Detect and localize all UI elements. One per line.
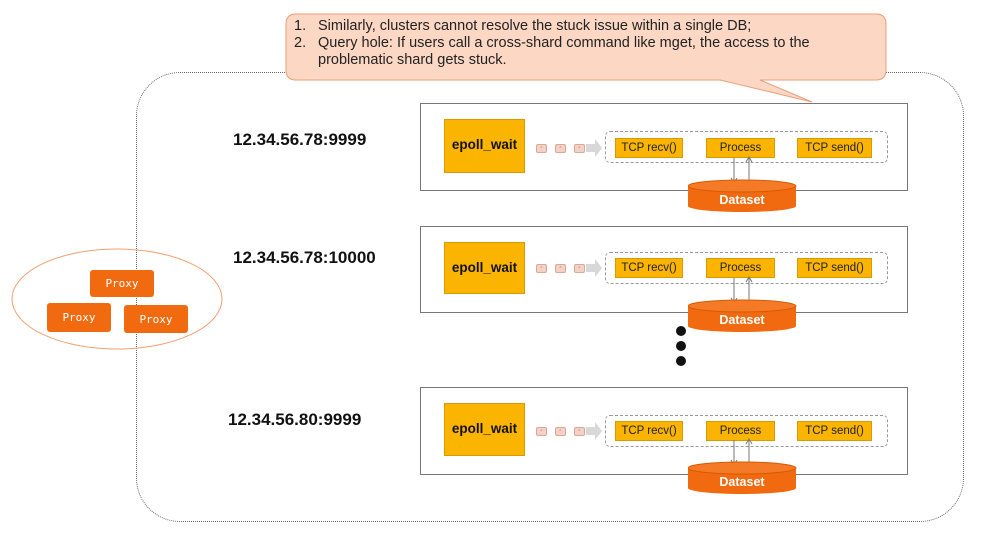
more-servers-dot xyxy=(676,341,686,351)
tcp-recv-stage: TCP recv() xyxy=(615,421,683,441)
arrow-right-icon xyxy=(586,259,602,277)
pipeline-stages xyxy=(605,415,888,447)
epoll-wait-block: epoll_wait xyxy=(444,403,525,456)
callout-text: 1. Similarly, clusters cannot resolve th… xyxy=(294,18,879,69)
event-dot: ◦ xyxy=(574,144,585,153)
tcp-send-stage: TCP send() xyxy=(797,421,872,441)
proxy-node: Proxy xyxy=(124,305,188,333)
arrow-right-icon xyxy=(586,422,602,440)
epoll-wait-block: epoll_wait xyxy=(444,119,525,173)
tcp-recv-stage: TCP recv() xyxy=(615,138,683,158)
process-stage: Process xyxy=(706,258,775,278)
arrow-right-icon xyxy=(586,139,602,157)
dataset-cylinder xyxy=(688,276,797,332)
process-stage: Process xyxy=(706,138,775,158)
callout-item-text: Similarly, clusters cannot resolve the s… xyxy=(318,18,752,34)
dataset-cylinder xyxy=(688,438,797,494)
callout-item-2: 2. Query hole: If users call a cross-sha… xyxy=(294,35,879,69)
event-dot: ◦ xyxy=(555,264,566,273)
proxy-node: Proxy xyxy=(47,303,111,332)
dataset-cylinder xyxy=(688,156,797,212)
event-dot: ◦ xyxy=(536,427,547,436)
callout-item-text: Query hole: If users call a cross-shard … xyxy=(318,35,810,68)
pipeline-stages xyxy=(605,131,888,163)
dataset-label: Dataset xyxy=(719,475,765,489)
event-dot: ◦ xyxy=(536,264,547,273)
callout-item-number: 1. xyxy=(294,18,307,34)
more-servers-dot xyxy=(676,326,686,336)
process-stage: Process xyxy=(706,421,775,441)
event-dot: ◦ xyxy=(574,427,585,436)
event-dot: ◦ xyxy=(574,264,585,273)
tcp-send-stage: TCP send() xyxy=(797,138,872,158)
callout-item-number: 2. xyxy=(294,35,307,51)
more-servers-dot xyxy=(676,356,686,366)
tcp-send-stage: TCP send() xyxy=(797,258,872,278)
proxy-group-ellipse xyxy=(11,248,223,350)
event-dot: ◦ xyxy=(536,144,547,153)
server-address: 12.34.56.78:9999 xyxy=(233,130,367,149)
event-dot: ◦ xyxy=(555,427,566,436)
event-dot: ◦ xyxy=(555,144,566,153)
dataset-label: Dataset xyxy=(719,313,765,327)
callout-item-1: 1. Similarly, clusters cannot resolve th… xyxy=(294,18,879,35)
dataset-label: Dataset xyxy=(719,193,765,207)
epoll-wait-block: epoll_wait xyxy=(444,242,525,294)
server-address: 12.34.56.80:9999 xyxy=(228,410,362,429)
proxy-node: Proxy xyxy=(90,270,154,297)
server-address: 12.34.56.78:10000 xyxy=(233,248,376,267)
pipeline-stages xyxy=(605,252,888,284)
tcp-recv-stage: TCP recv() xyxy=(615,258,683,278)
